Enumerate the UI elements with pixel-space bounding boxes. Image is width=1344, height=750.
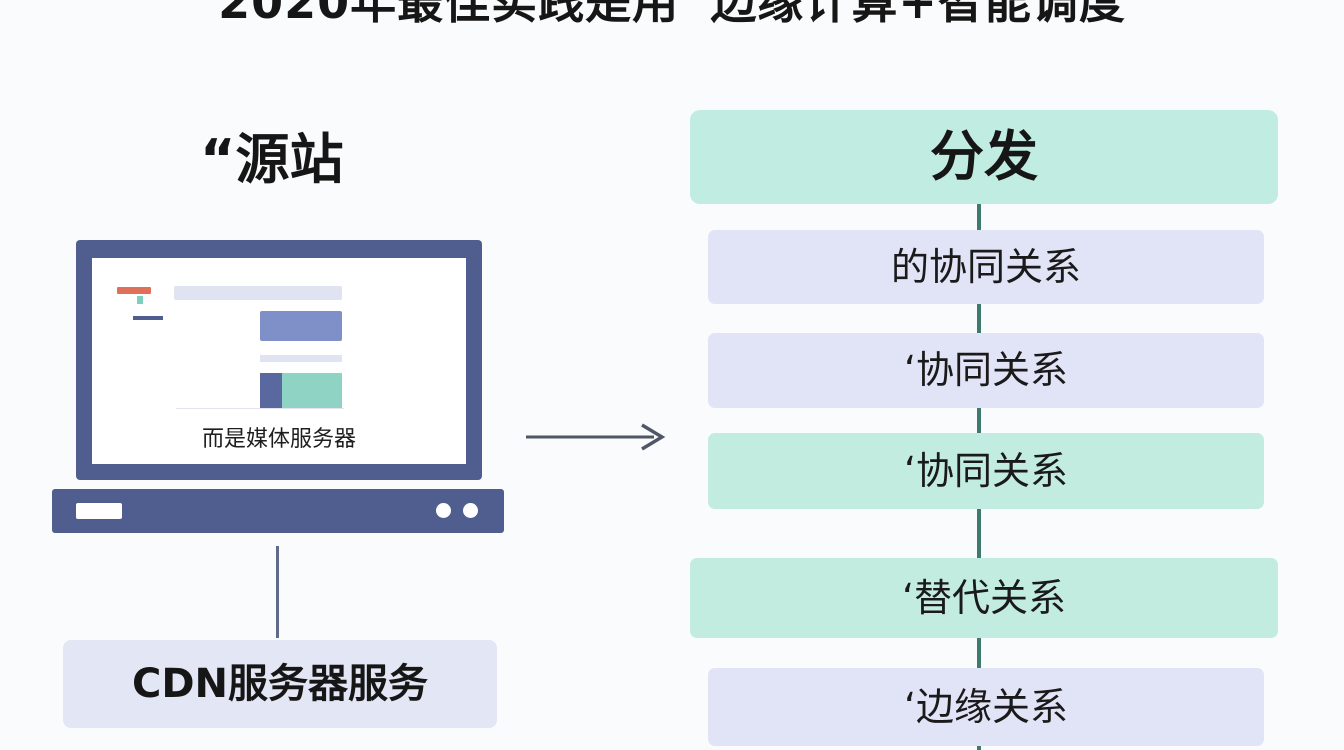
screen-header-bar <box>174 286 342 300</box>
screen-block-teal <box>282 373 342 408</box>
relation-box: ‘替代关系 <box>690 558 1278 638</box>
laptop-base <box>52 489 504 533</box>
screen-caption: 而是媒体服务器 <box>201 427 356 452</box>
page-title: 2020年最佳实践是用“边缘计算+智能调度 <box>218 0 1126 29</box>
origin-server-label: “源站 <box>200 128 344 191</box>
relation-box: ‘协同关系 <box>708 333 1264 408</box>
distribution-header: 分发 <box>690 110 1278 204</box>
laptop-indicator-dot <box>436 503 451 518</box>
laptop-indicator-dot <box>463 503 478 518</box>
cdn-server-box: CDN服务器服务 <box>63 640 497 728</box>
screen-divider-bar <box>260 355 342 362</box>
relation-box: ‘边缘关系 <box>708 668 1264 746</box>
screen-logo-bar <box>117 287 151 294</box>
flow-arrow-icon <box>526 423 666 451</box>
laptop-base-slot <box>76 503 122 519</box>
screen-rule <box>176 408 344 409</box>
screen-logo-stem <box>137 296 143 304</box>
relation-box: 的协同关系 <box>708 230 1264 304</box>
screen-block-dark <box>260 373 282 408</box>
origin-to-cdn-connector <box>276 546 279 638</box>
relation-box: ‘协同关系 <box>708 433 1264 509</box>
screen-content-block <box>260 311 342 341</box>
screen-logo-underline <box>133 316 163 320</box>
